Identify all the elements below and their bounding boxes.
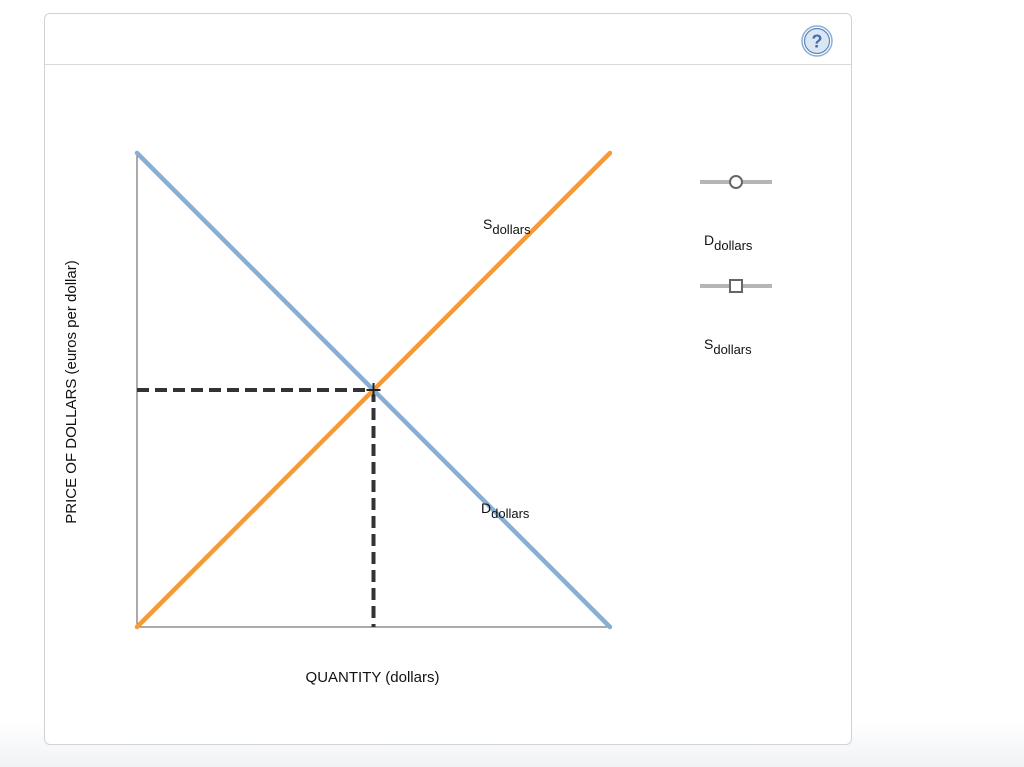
circle-marker-icon	[729, 175, 743, 189]
legend-supply-tool[interactable]	[700, 279, 772, 293]
legend-demand-label: Ddollars	[704, 232, 753, 253]
demand-curve-label: Ddollars	[481, 500, 530, 521]
supply-curve-label: Sdollars	[483, 216, 531, 237]
help-icon-glyph: ?	[812, 32, 823, 52]
help-button[interactable]: ?	[801, 25, 833, 57]
panel-header	[45, 14, 851, 65]
square-marker-icon	[729, 279, 743, 293]
equilibrium-point[interactable]	[366, 383, 381, 397]
graph-panel: ?	[44, 13, 852, 745]
legend-supply-label: Sdollars	[704, 336, 752, 357]
y-axis-label: PRICE OF DOLLARS (euros per dollar)	[63, 260, 80, 523]
legend-demand-tool[interactable]	[700, 175, 772, 189]
x-axis-label: QUANTITY (dollars)	[306, 669, 440, 686]
help-icon: ?	[801, 25, 833, 57]
